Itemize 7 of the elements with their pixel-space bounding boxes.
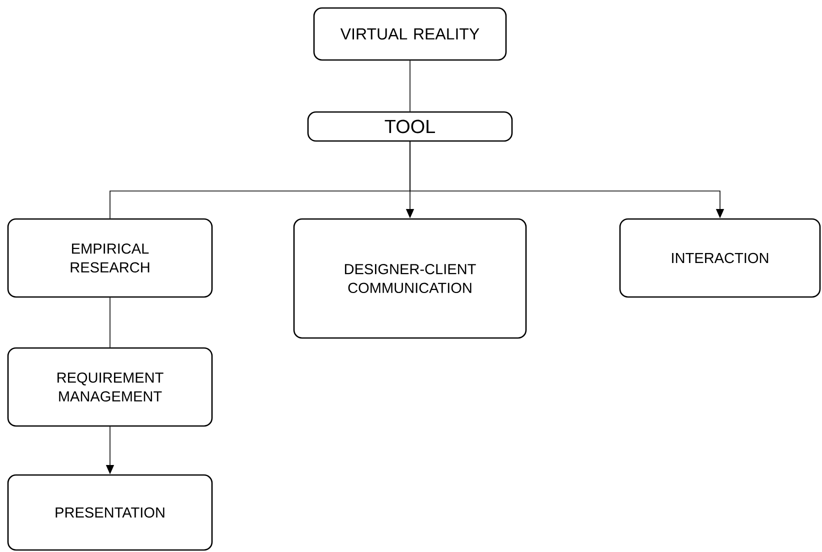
process-box: VIRTUAL REALITY bbox=[313, 7, 507, 61]
process-box: REQUIREMENT MANAGEMENT bbox=[7, 347, 213, 427]
process-box: TOOL bbox=[307, 111, 513, 142]
process-box: PRESENTATION bbox=[7, 474, 213, 551]
process-box: INTERACTION bbox=[619, 218, 821, 298]
process-box: EMPIRICAL RESEARCH bbox=[7, 218, 213, 298]
process-box: DESIGNER-CLIENT COMMUNICATION bbox=[293, 218, 527, 339]
